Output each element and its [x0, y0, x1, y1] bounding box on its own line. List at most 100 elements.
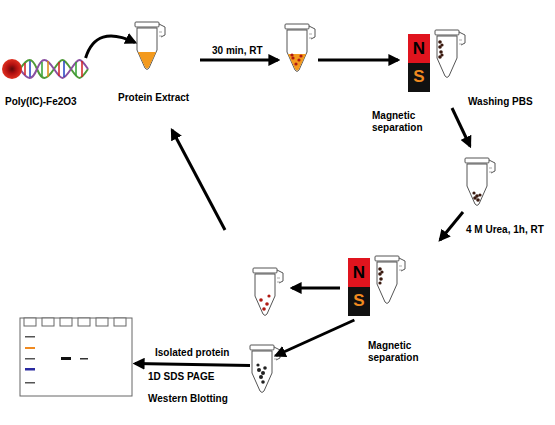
sample-tube: Isolated protein: [250, 343, 276, 393]
particle: [291, 56, 294, 59]
rung: [47, 61, 49, 77]
gel-well: [96, 318, 108, 326]
gel-band: [25, 382, 35, 384]
magnet-south: [348, 287, 370, 316]
gel-band: [61, 357, 71, 360]
particle: [440, 43, 443, 46]
node-label: Magnetic separation: [368, 340, 428, 364]
tube: [135, 22, 165, 70]
protein-clump: [261, 371, 265, 375]
particle: [299, 54, 302, 57]
tube: [435, 30, 465, 78]
liquid: [288, 54, 306, 71]
step-condition: 4 M Urea, 1h, RT: [466, 224, 544, 236]
poly-ic-helix: [2, 59, 88, 79]
particle: [265, 302, 269, 306]
magnet-pole-letter: S: [348, 290, 370, 311]
rung: [63, 61, 65, 77]
tube: [253, 268, 283, 316]
gel-band: [25, 358, 35, 360]
helix-strand: [20, 60, 88, 78]
tube-contents: [472, 191, 481, 201]
tube-contents: [259, 294, 270, 310]
particle: [439, 50, 443, 54]
tube: [250, 345, 280, 393]
magnet-station: Magnetic separation: [406, 28, 462, 96]
step-condition: Washing PBS: [468, 96, 533, 108]
helix-strand: [20, 60, 88, 78]
process-arrow: [452, 108, 470, 146]
nanoparticle-illustration: Poly(IC)-Fe2O3: [2, 58, 90, 80]
gel-well: [114, 318, 126, 326]
gel-band: [80, 358, 88, 360]
process-arrow: [276, 320, 354, 356]
gel-analysis: 1D SDS PAGEWestern Blotting: [20, 315, 135, 396]
rung: [81, 61, 83, 77]
protein-clump: [259, 375, 263, 379]
particle: [267, 294, 270, 297]
process-arrow: [200, 59, 278, 62]
step-condition: 30 min, RT: [212, 45, 263, 57]
particle: [378, 267, 382, 271]
rung: [75, 62, 77, 76]
magnet-station: Magnetic separation: [346, 254, 402, 320]
gel-outline: [20, 318, 132, 396]
particle: [472, 191, 475, 194]
node-label: Magnetic separation: [372, 110, 432, 134]
particle: [378, 281, 381, 284]
sds-page-gel: [20, 318, 132, 396]
particle: [262, 307, 266, 311]
particle: [379, 277, 383, 281]
protein-clump: [256, 363, 259, 366]
recycle-arrow: [172, 130, 225, 230]
magnet-pole-letter: N: [348, 262, 370, 283]
tube: [285, 24, 315, 72]
process-arrow: [440, 212, 463, 240]
node-label: Western Blotting: [148, 393, 228, 405]
particle: [438, 40, 442, 44]
node-label: Protein Extract: [118, 92, 189, 104]
tube-contents: [438, 40, 443, 59]
node-label: Isolated protein: [155, 347, 229, 359]
sample-tube: Protein Extract: [135, 20, 161, 70]
gel-band: [25, 336, 35, 338]
magnet-south: [408, 63, 430, 92]
particle: [478, 193, 481, 196]
node-label: Poly(IC)-Fe2O3: [5, 96, 77, 108]
protein-clump: [261, 380, 265, 384]
process-arrow: [292, 287, 340, 290]
rung: [41, 62, 43, 76]
tube-contents: [288, 53, 306, 70]
protein-clump: [263, 366, 267, 370]
particle: [380, 270, 383, 273]
particle: [297, 58, 300, 61]
gel-well: [78, 318, 90, 326]
gel-well: [42, 318, 54, 326]
rung: [29, 61, 31, 77]
particle: [290, 53, 293, 56]
particle: [294, 62, 297, 65]
gel-band: [25, 368, 35, 371]
magnet-north: [348, 258, 370, 287]
rung: [58, 62, 60, 76]
particle: [259, 298, 263, 302]
process-arrow: [135, 364, 250, 366]
magnet-pole-letter: N: [408, 38, 430, 59]
process-arrow: [86, 36, 135, 58]
iron-oxide-particle: [2, 59, 22, 79]
tube: [375, 256, 405, 304]
process-arrow: [318, 59, 398, 62]
magnet-pole-letter: S: [408, 66, 430, 87]
protein-extract-liquid: [138, 52, 156, 69]
particle: [440, 53, 443, 56]
helix-rungs: [25, 61, 82, 77]
gel-well: [60, 318, 72, 326]
rung: [24, 63, 26, 75]
node-label: 1D SDS PAGE: [148, 371, 215, 383]
particle: [475, 194, 479, 198]
magnet-north: [408, 34, 430, 63]
tube-contents: [378, 267, 383, 284]
